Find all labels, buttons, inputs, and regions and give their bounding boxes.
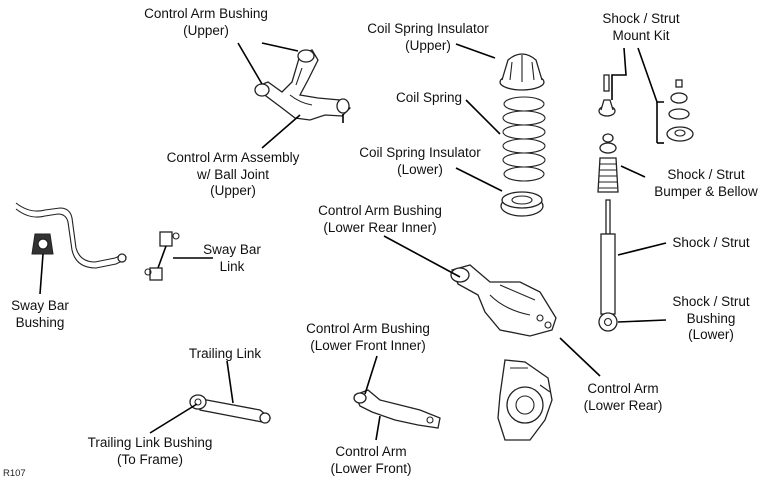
label-line: Shock / Strut (667, 167, 745, 182)
label-trailing-link-bushing-frame: Trailing Link Bushing (To Frame) (88, 435, 213, 468)
label-shock-strut: Shock / Strut (672, 235, 749, 252)
label-line: Shock / Strut (672, 235, 750, 250)
label-control-arm-bushing-lower-front-inner: Control Arm Bushing (Lower Front Inner) (306, 321, 430, 354)
label-shock-strut-bushing-lower: Shock / Strut Bushing (Lower) (672, 294, 749, 344)
label-line: Sway Bar (11, 298, 69, 313)
trailing-link-part (189, 394, 272, 424)
label-coil-spring-insulator-upper: Coil Spring Insulator (Upper) (367, 21, 489, 54)
label-line: Coil Spring (395, 90, 463, 105)
label-control-arm-lower-rear: Control Arm (Lower Rear) (584, 381, 663, 414)
coil-spring-insulator-upper (499, 53, 545, 91)
label-line: Trailing Link Bushing (87, 435, 213, 450)
label-line: Control Arm Bushing (318, 203, 442, 218)
label-line: (Lower Rear) (583, 397, 663, 413)
label-line: (Lower Front) (330, 460, 412, 476)
label-line: Control Arm Assembly (166, 150, 300, 165)
label-line: (Lower Front Inner) (310, 337, 426, 353)
label-line: (Upper) (210, 183, 256, 198)
label-line: Link (219, 258, 245, 274)
lower-rear-control-arm (450, 264, 557, 337)
label-line: Mount Kit (612, 27, 670, 43)
coil-spring (502, 96, 546, 182)
reference-code: R107 (3, 468, 26, 479)
label-coil-spring: Coil Spring (396, 90, 462, 107)
label-line: Shock / Strut (672, 294, 750, 309)
label-line: (Upper) (405, 37, 451, 53)
label-line: Coil Spring Insulator (367, 21, 489, 36)
label-line: Sway Bar (203, 242, 261, 257)
label-line: (Upper) (183, 22, 229, 38)
label-control-arm-lower-front: Control Arm (Lower Front) (330, 444, 411, 477)
label-shock-strut-bumper-bellow: Shock / Strut Bumper & Bellow (654, 167, 758, 200)
label-line: (Lower Rear Inner) (323, 219, 437, 235)
label-line: Coil Spring Insulator (359, 145, 481, 160)
label-line: Control Arm (587, 381, 659, 396)
label-control-arm-bushing-lower-rear-inner: Control Arm Bushing (Lower Rear Inner) (318, 203, 442, 236)
leader-lines (39, 42, 667, 441)
label-line: (Lower) (397, 161, 443, 177)
label-line: Bushing (686, 310, 736, 326)
label-line: Control Arm (335, 444, 407, 459)
label-shock-strut-mount-kit: Shock / Strut Mount Kit (602, 11, 679, 44)
label-control-arm-assembly-upper: Control Arm Assembly w/ Ball Joint (Uppe… (167, 150, 300, 200)
label-sway-bar-bushing: Sway Bar Bushing (11, 298, 69, 331)
label-sway-bar-link: Sway Bar Link (203, 242, 261, 275)
sway-bar-link-part (144, 231, 180, 281)
label-line: w/ Ball Joint (196, 166, 270, 182)
label-line: Shock / Strut (602, 11, 680, 26)
label-line: Bumper & Bellow (654, 183, 758, 199)
label-line: Control Arm Bushing (306, 321, 430, 336)
label-control-arm-bushing-upper: Control Arm Bushing (Upper) (144, 6, 268, 39)
shock-strut-body (598, 199, 618, 332)
shock-bumper-and-bellow (597, 133, 619, 193)
coil-spring-insulator-lower (500, 191, 544, 217)
knuckle (497, 359, 553, 441)
upper-control-arm-assembly (254, 49, 351, 123)
sway-bar (15, 202, 127, 269)
shock-mount-kit-parts (598, 74, 694, 142)
label-trailing-link: Trailing Link (189, 346, 261, 363)
sway-bar-bushing-part (31, 233, 54, 255)
lower-front-control-arm (353, 389, 441, 429)
label-line: Trailing Link (188, 346, 262, 361)
label-line: Control Arm Bushing (144, 6, 268, 21)
label-line: Bushing (15, 314, 65, 330)
label-coil-spring-insulator-lower: Coil Spring Insulator (Lower) (359, 145, 481, 178)
label-line: (To Frame) (116, 451, 184, 467)
label-line: (Lower) (688, 327, 734, 342)
